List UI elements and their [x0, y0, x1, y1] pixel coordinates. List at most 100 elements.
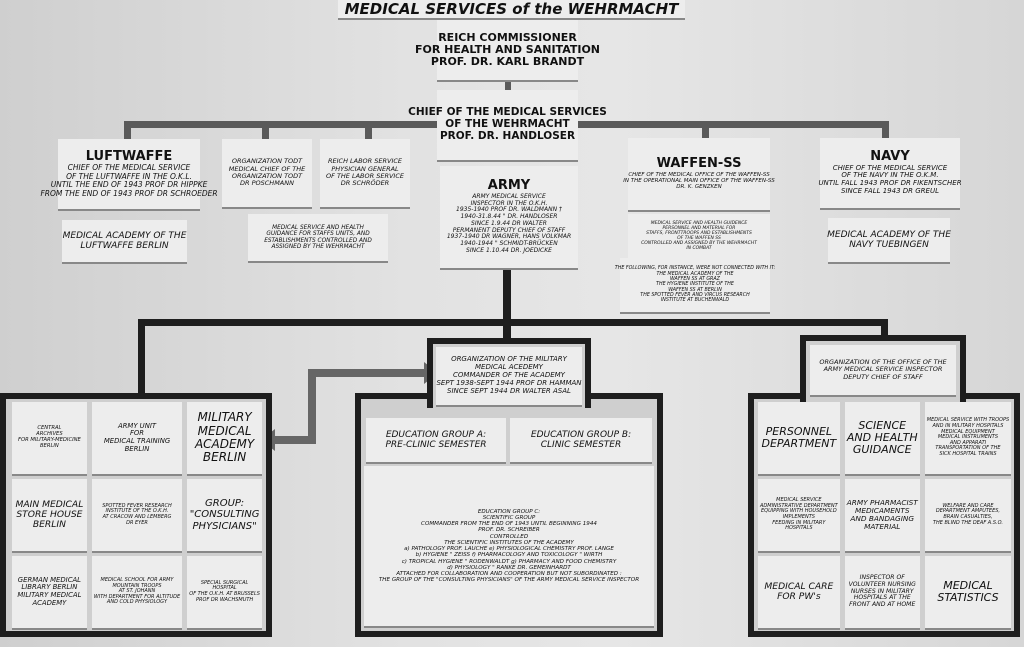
card-line: MATERIAL — [864, 522, 901, 532]
card-line: ARCHIVES — [36, 431, 63, 438]
card-line: THE MEDICAL ACADEMY OF THE — [656, 271, 734, 277]
card-line: WAFFEN-SS — [656, 156, 742, 172]
card-line: ORGANIZATION TODT — [231, 157, 303, 166]
card-line: STAFFS, FRONTTROOPS AND ESTABLISHMENTS — [646, 230, 752, 236]
card-line: IN COMBAT — [686, 246, 712, 252]
card-line: INSTITUTE OF THE O.K.H. — [105, 508, 169, 515]
card-line: BERLIN — [124, 444, 150, 453]
card-line: OF THE LUFTWAFFE IN THE O.K.L. — [66, 171, 192, 181]
connector — [702, 121, 709, 139]
card-line: PERSONNEL — [765, 424, 833, 438]
card-line: NURSES IN MILITARY — [850, 587, 914, 595]
card-line: MEDICAL SERVICE WITH TROOPS — [926, 417, 1010, 424]
card-line: 1940-31.8.44 " DR. HANDLOSER — [460, 213, 558, 221]
card-line: NAVY — [870, 149, 910, 165]
chart-title: MEDICAL SERVICES of the WEHRMACHT — [338, 0, 685, 18]
card-line: PERMANENT DEPUTY CHIEF OF STAFF — [452, 226, 566, 234]
card-line: FOR — [129, 429, 145, 438]
card-line: CHIEF OF THE MEDICAL OFFICE OF THE WAFFE… — [628, 172, 770, 179]
card-line: BRAIN CASUALTIES, — [943, 514, 993, 520]
card-line: ACADEMY — [32, 598, 67, 607]
card-line: 1935-1940 PROF DR. WALDMANN † — [456, 206, 562, 214]
card-line: DR POSCHMANN — [240, 179, 294, 188]
card-line: PERSONNEL AND MATERIAL FOR — [662, 225, 736, 231]
card-line: BERLIN — [202, 450, 247, 465]
card-line: PROF DR WACHSMUTH — [196, 596, 254, 603]
card-line: AT CRACOW AND LEMBERG — [102, 514, 172, 520]
card-line: PRE-CLINIC SEMESTER — [385, 440, 487, 450]
card-line: DR. K. GENZKEN — [676, 184, 722, 191]
card-line: LUFTWAFFE BERLIN — [80, 241, 169, 251]
card-line: CENTRAL — [37, 425, 62, 432]
card-line: FOR HEALTH AND SANITATION — [415, 42, 601, 56]
card-line: AND BANDAGING — [850, 514, 915, 523]
card-line: STATISTICS — [937, 591, 999, 604]
card-line: THE HYGIENE INSTITUTE OF THE — [656, 282, 734, 288]
arrow-connector — [308, 369, 316, 444]
card-line: MEDICAL SERVICE — [776, 497, 822, 504]
card-line: BERLIN — [32, 519, 66, 531]
card-line: DR SCHRÖDER — [340, 179, 390, 188]
card-line: PHYSICIAN GENERAL — [331, 164, 399, 173]
arrow-connector — [275, 436, 316, 444]
card-line: AND APPARATI — [949, 439, 987, 446]
card-line: FEEDING IN MILITARY — [772, 519, 826, 526]
connector — [503, 265, 511, 345]
card-line: AND HEALTH — [846, 430, 918, 444]
card-education-group-b: EDUCATION GROUP B:CLINIC SEMESTER — [510, 418, 652, 462]
card-line: CHIEF OF THE MEDICAL SERVICE — [832, 163, 948, 172]
arrow-connector — [308, 369, 428, 377]
card-line: OF THE WEHRMACHT — [445, 118, 570, 131]
card-line: MILITARY MEDICAL — [17, 591, 82, 599]
card-line: IN THE OPERATIONAL MAIN OFFICE OF THE WA… — [623, 178, 775, 185]
card-line: DEPARTMENT AMPUTEES, — [935, 508, 1001, 515]
card-line: MOUNTAIN TROOPS — [112, 582, 162, 589]
card-line: SCIENTIFIC GROUP — [482, 514, 536, 521]
card-line: THE SCIENTIFIC INSTITUTES OF THE ACADEMY — [444, 539, 574, 546]
connector — [881, 319, 888, 339]
card-line: INSPECTOR IN THE O.K.H. — [470, 199, 548, 207]
connector — [138, 319, 145, 397]
card-line: TRANSPORTATION OF THE — [935, 445, 1001, 452]
card-line: GERMAN MEDICAL — [17, 575, 81, 584]
card-line: "CONSULTING — [189, 509, 260, 521]
card-line: AND COLD PHYSIOLOGY — [106, 599, 168, 606]
card-line: GUIDANCE FOR STAFFS UNITS, AND — [266, 231, 370, 238]
card-line: NAVY TUEBINGEN — [849, 240, 929, 250]
card-line: EDUCATION GROUP A: — [385, 429, 487, 440]
card-line: MAIN MEDICAL — [15, 498, 84, 510]
card-line: PROF. DR. SCHREIBER — [478, 527, 540, 534]
card-line: ARMY PHARMACIST — [846, 497, 918, 507]
card-line: THE FOLLOWING, FOR INSTANCE, WERE NOT CO… — [614, 266, 776, 272]
card-line: MEDICAL TRAINING — [103, 437, 171, 445]
card-line: HOSPITAL — [212, 585, 237, 592]
card-line: DR EYER — [126, 519, 148, 526]
card-line: DEPUTY CHIEF OF STAFF — [843, 372, 923, 381]
card-line: PROF. DR. HANDLOSER — [439, 129, 576, 142]
card-line: ESTABLISHMENTS CONTROLLED AND — [264, 237, 372, 244]
card-line: SINCE SEPT 1944 DR WALTER ASAL — [447, 386, 571, 395]
card-line: WITH DEPARTMENT FOR ALTITUDE — [93, 593, 181, 600]
card-line: CHIEF OF THE MEDICAL SERVICES — [408, 106, 607, 119]
card-line: SPECIAL SURGICAL — [200, 579, 249, 586]
card-line: HOSPITALS AT THE — [853, 594, 911, 602]
card-line: OF THE LABOR SERVICE — [326, 172, 404, 180]
